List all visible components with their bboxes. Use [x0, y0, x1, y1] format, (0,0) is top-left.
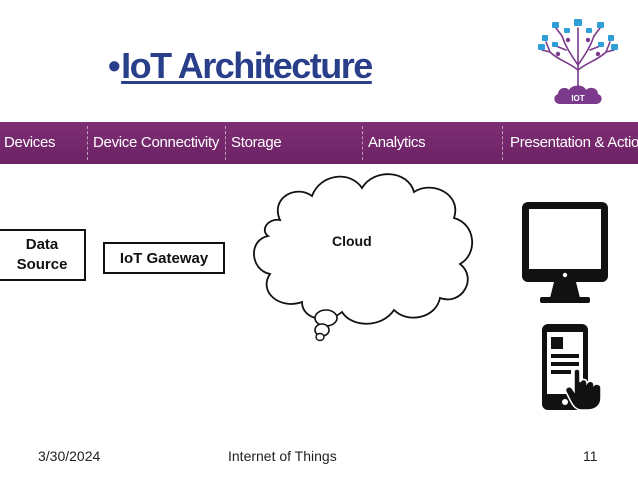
- band-separator: [502, 126, 503, 160]
- band-item-analytics: Analytics: [368, 134, 426, 151]
- title-text: IoT Architecture: [121, 45, 373, 86]
- band-item-presentation-action: Presentation & Action: [510, 134, 638, 151]
- band-separator: [225, 126, 226, 160]
- data-source-label-line2: Source: [16, 256, 68, 273]
- iot-gateway-label: IoT Gateway: [119, 249, 209, 267]
- band-separator: [362, 126, 363, 160]
- cloud-icon: [253, 173, 474, 342]
- logo-label: IOT: [571, 94, 584, 103]
- iot-tree-logo-icon: IOT: [538, 19, 618, 104]
- band-item-storage: Storage: [231, 134, 282, 151]
- footer-page-number: 11: [583, 448, 598, 464]
- title-bullet: •: [108, 45, 121, 86]
- iot-gateway-box: IoT Gateway: [103, 242, 225, 274]
- slide-title: •IoT Architecture: [108, 44, 373, 88]
- monitor-icon: [522, 202, 608, 303]
- band-item-device-connectivity: Device Connectivity: [93, 134, 220, 151]
- band-item-devices: Devices: [4, 134, 56, 151]
- footer-title: Internet of Things: [228, 448, 337, 464]
- footer-date: 3/30/2024: [38, 448, 101, 464]
- data-source-box: Data Source: [0, 229, 86, 281]
- band-separator: [87, 126, 88, 160]
- smartphone-touch-icon: [542, 324, 602, 411]
- architecture-layers-band: Devices Device Connectivity Storage Anal…: [0, 122, 638, 164]
- data-source-label-line1: Data: [25, 236, 59, 253]
- cloud-label: Cloud: [332, 233, 372, 249]
